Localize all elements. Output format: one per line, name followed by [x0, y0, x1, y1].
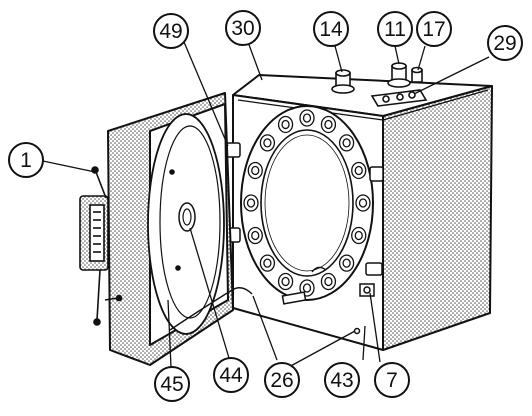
- callout-45-label: 45: [160, 373, 183, 396]
- chamber-bolt-center: [342, 138, 351, 148]
- callout-49-label: 49: [159, 20, 182, 43]
- callout-26-label: 26: [270, 369, 293, 392]
- panel-29: [370, 89, 428, 107]
- latch-right-upper: [369, 166, 384, 182]
- chamber-bolt-center: [302, 283, 312, 293]
- callouts: 1 49 30 14 11 17 29 45: [8, 10, 523, 402]
- chamber-bolt-center: [358, 198, 368, 208]
- chamber-flange: [240, 105, 374, 301]
- fitting-17: [411, 66, 423, 83]
- callout-17: 17: [416, 11, 452, 47]
- callout-30: 30: [225, 10, 261, 46]
- chamber-bolt-center: [263, 258, 272, 268]
- callout-43-label: 43: [330, 369, 353, 392]
- leader-lines: [42, 41, 490, 369]
- callout-1-label: 1: [20, 149, 32, 172]
- callout-14: 14: [313, 11, 349, 47]
- door-center-boss: [178, 202, 196, 232]
- chamber-bolt-center: [354, 230, 363, 241]
- callout-11: 11: [377, 11, 413, 47]
- chamber-bolt-center: [354, 165, 363, 176]
- front-lower-details: [281, 262, 383, 335]
- callout-49: 49: [153, 13, 189, 49]
- door: [107, 92, 253, 366]
- callout-44: 44: [213, 357, 249, 393]
- callout-1: 1: [8, 142, 44, 178]
- callout-26: 26: [264, 362, 300, 398]
- callout-11-label: 11: [384, 18, 406, 41]
- callout-7: 7: [374, 362, 410, 398]
- drain-43: [353, 327, 361, 335]
- chamber-bolt-center: [263, 138, 272, 148]
- handle-rod-top: [95, 171, 107, 199]
- callout-30-label: 30: [231, 17, 254, 40]
- chamber-bolt-center: [281, 276, 290, 287]
- fitting-11: [387, 62, 411, 88]
- cabinet-right-side: [382, 85, 493, 351]
- door-handle: [79, 166, 123, 326]
- chamber-bolt-center: [246, 198, 256, 208]
- chamber-bolt-center: [251, 165, 260, 176]
- door-disc-inner: [159, 125, 221, 319]
- callout-17-label: 17: [422, 18, 445, 41]
- callout-29-label: 29: [493, 32, 516, 55]
- callout-7-label: 7: [386, 369, 398, 392]
- fitting-14: [331, 69, 355, 94]
- chamber-inner-opening: [260, 129, 354, 277]
- callout-14-label: 14: [319, 18, 343, 41]
- chamber-bolt-center: [302, 113, 312, 123]
- callout-45: 45: [154, 366, 190, 402]
- chamber-bolts: [243, 109, 371, 297]
- chamber: [240, 105, 374, 301]
- chamber-bolt-center: [281, 119, 290, 130]
- handle-rod-bottom: [96, 269, 101, 321]
- callout-44-label: 44: [219, 364, 243, 387]
- chamber-bolt-center: [251, 230, 260, 241]
- chamber-bolt-center: [342, 258, 351, 268]
- callout-29: 29: [487, 25, 523, 61]
- chamber-bolt-center: [324, 276, 333, 287]
- callout-43: 43: [324, 362, 360, 398]
- chamber-bolt-center: [324, 119, 333, 130]
